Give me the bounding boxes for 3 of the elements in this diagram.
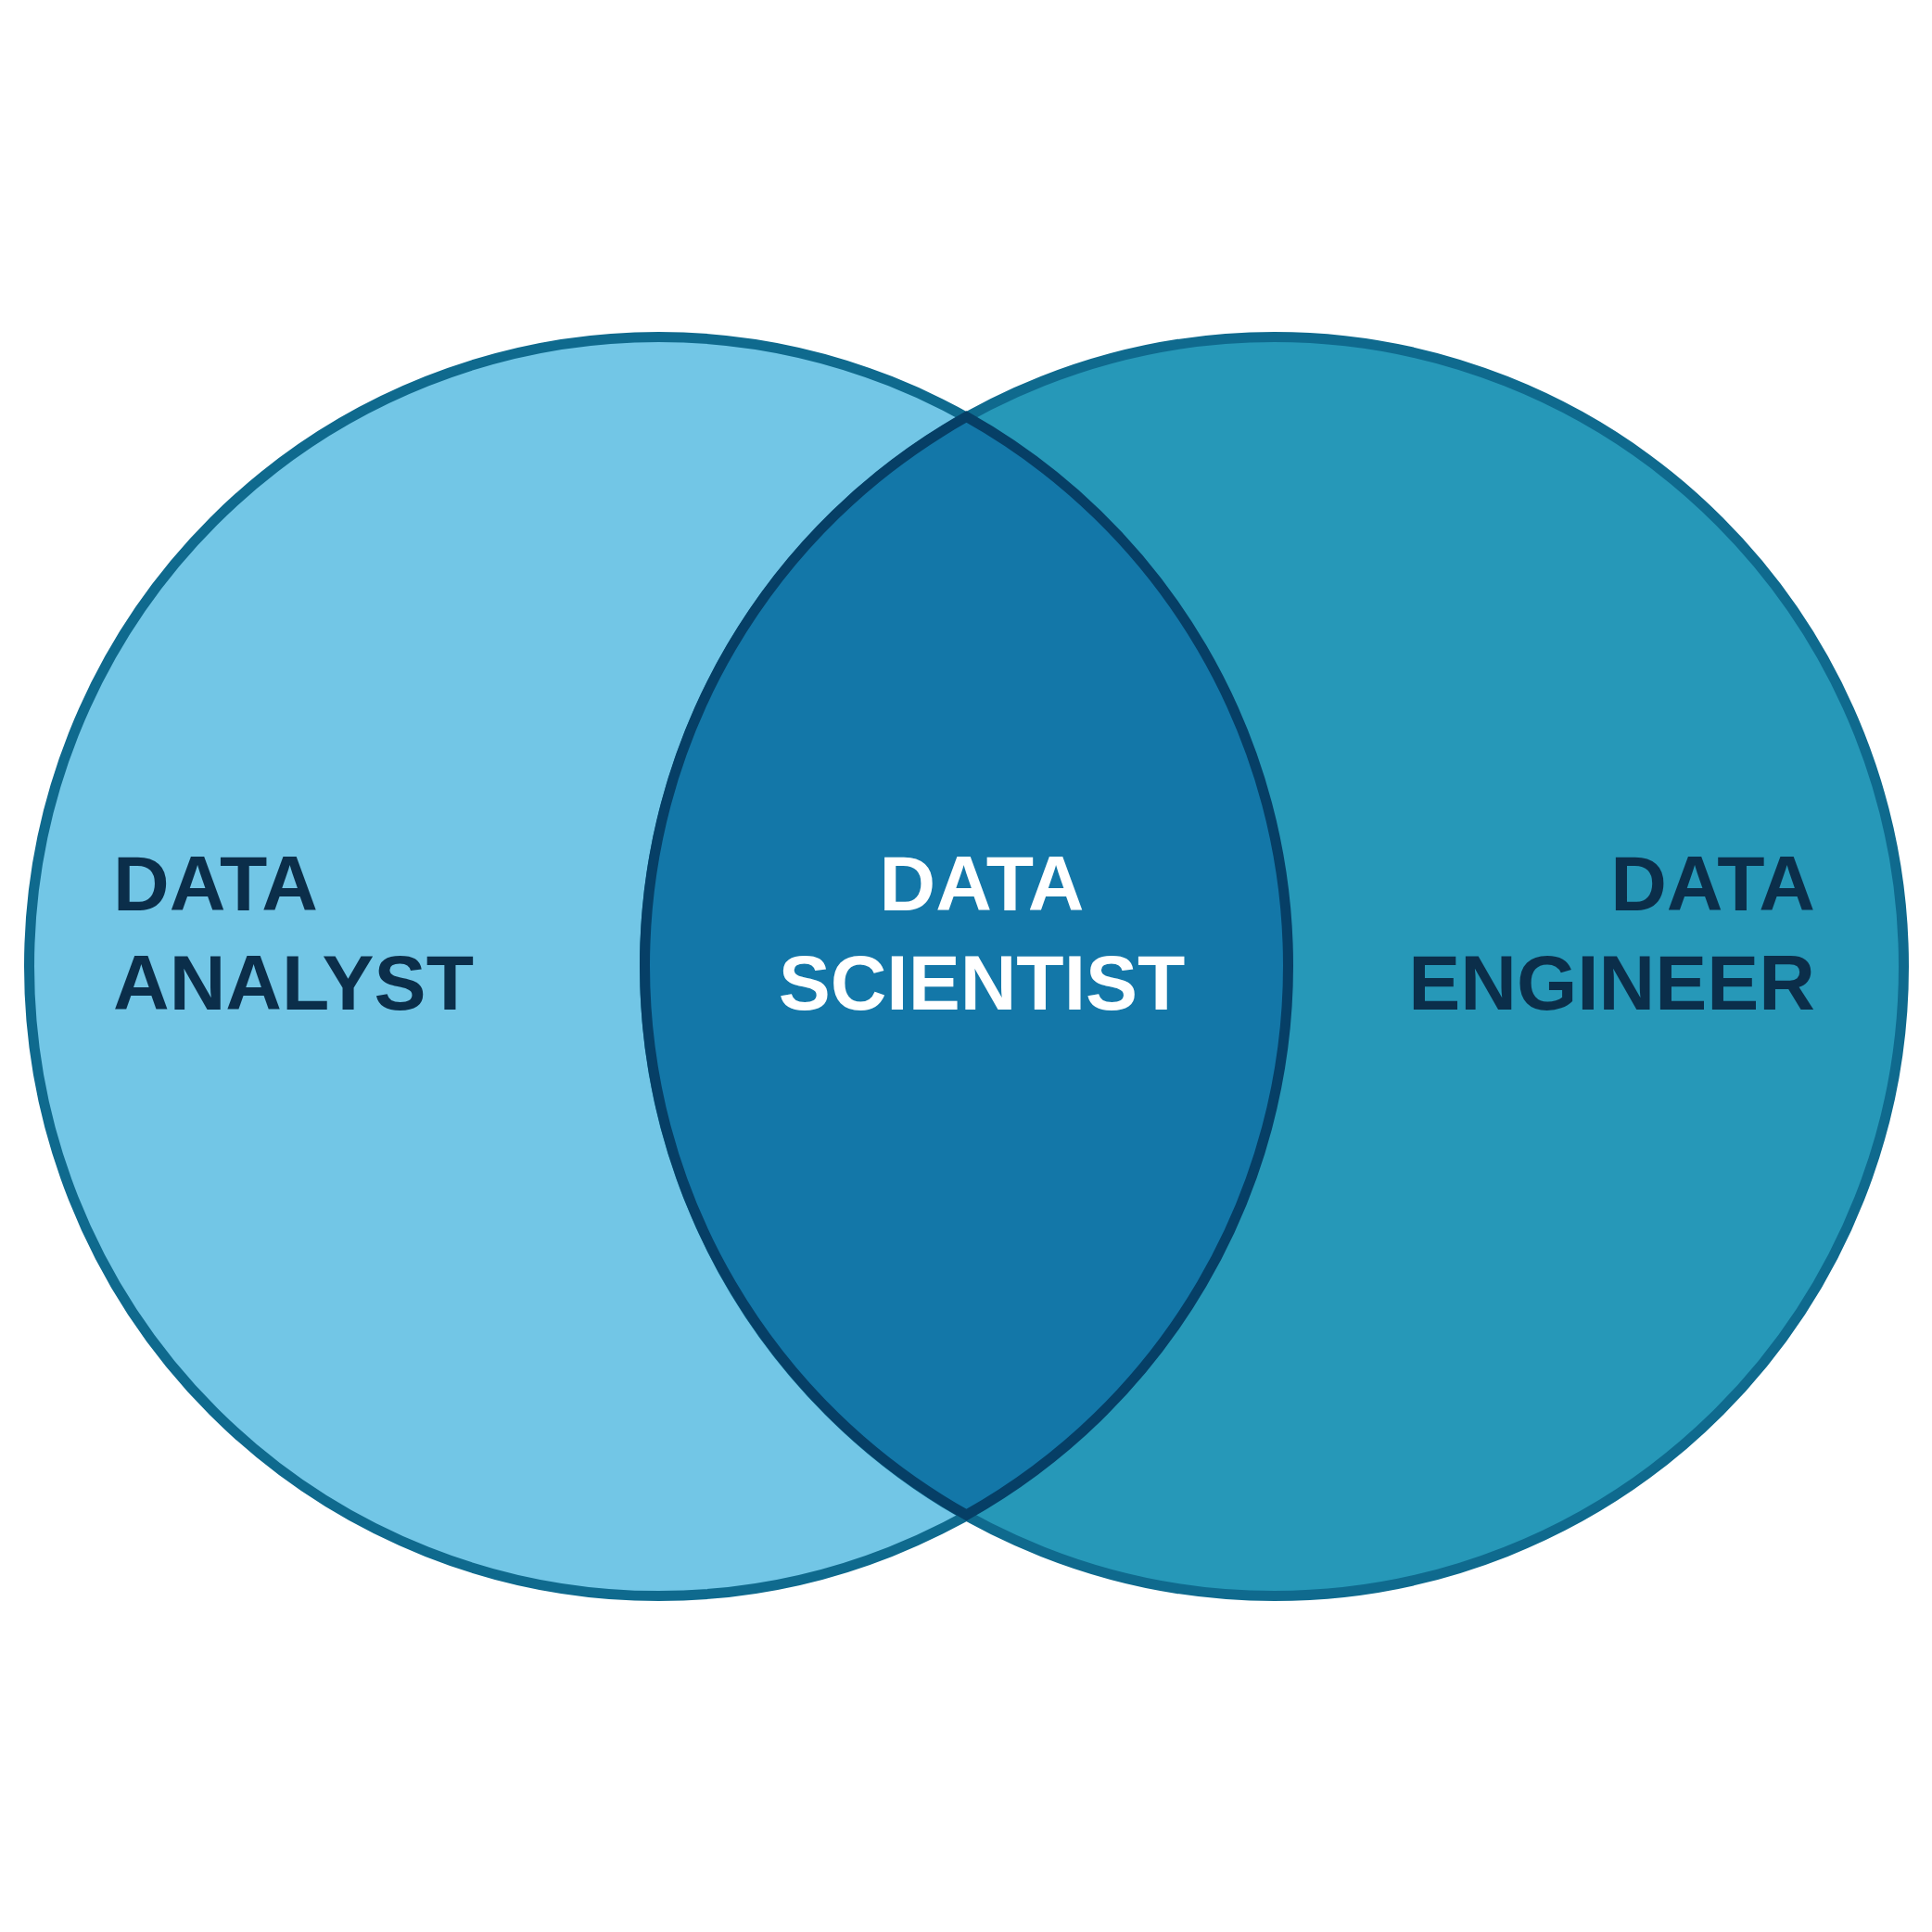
- region-label: DATA ANALYST: [113, 839, 475, 1028]
- region-label: DATA SCIENTIST: [777, 839, 1187, 1028]
- region-label: DATA ENGINEER: [1407, 839, 1815, 1028]
